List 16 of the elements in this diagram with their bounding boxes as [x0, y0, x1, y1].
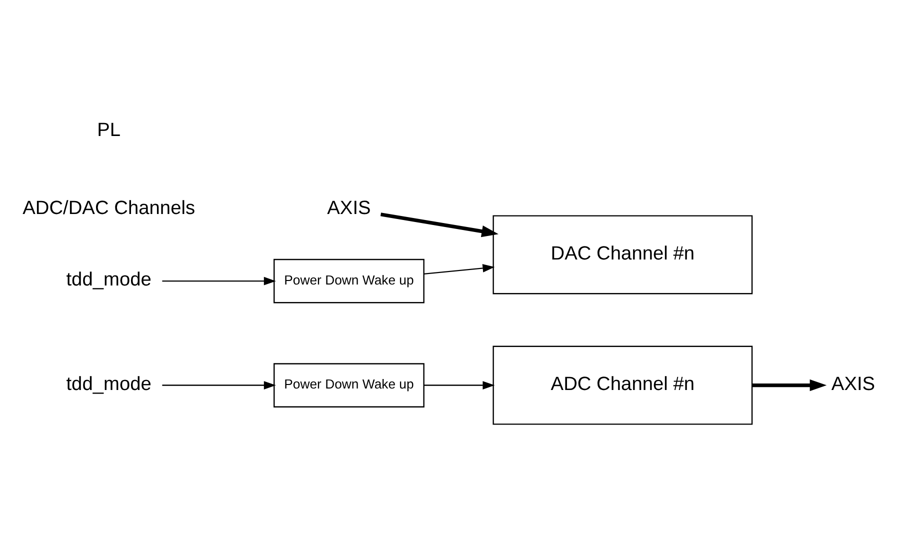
node-box: Power Down Wake up — [274, 258, 424, 303]
node-text: AXIS — [831, 373, 876, 394]
node-box: DAC Channel #n — [492, 214, 753, 294]
node-text: tdd_mode — [66, 373, 152, 394]
node-box: ADC Channel #n — [492, 345, 753, 424]
node-box: Power Down Wake up — [274, 362, 424, 407]
node-text: AXIS — [327, 197, 371, 218]
arrow — [162, 276, 276, 285]
arrow — [752, 378, 827, 391]
arrow — [162, 380, 276, 389]
arrow — [424, 380, 495, 389]
arrow — [424, 264, 495, 274]
arrow — [380, 212, 498, 237]
label: ADC/DAC Channels — [22, 197, 196, 218]
label: PL — [97, 119, 121, 140]
node-text: tdd_mode — [66, 269, 152, 290]
